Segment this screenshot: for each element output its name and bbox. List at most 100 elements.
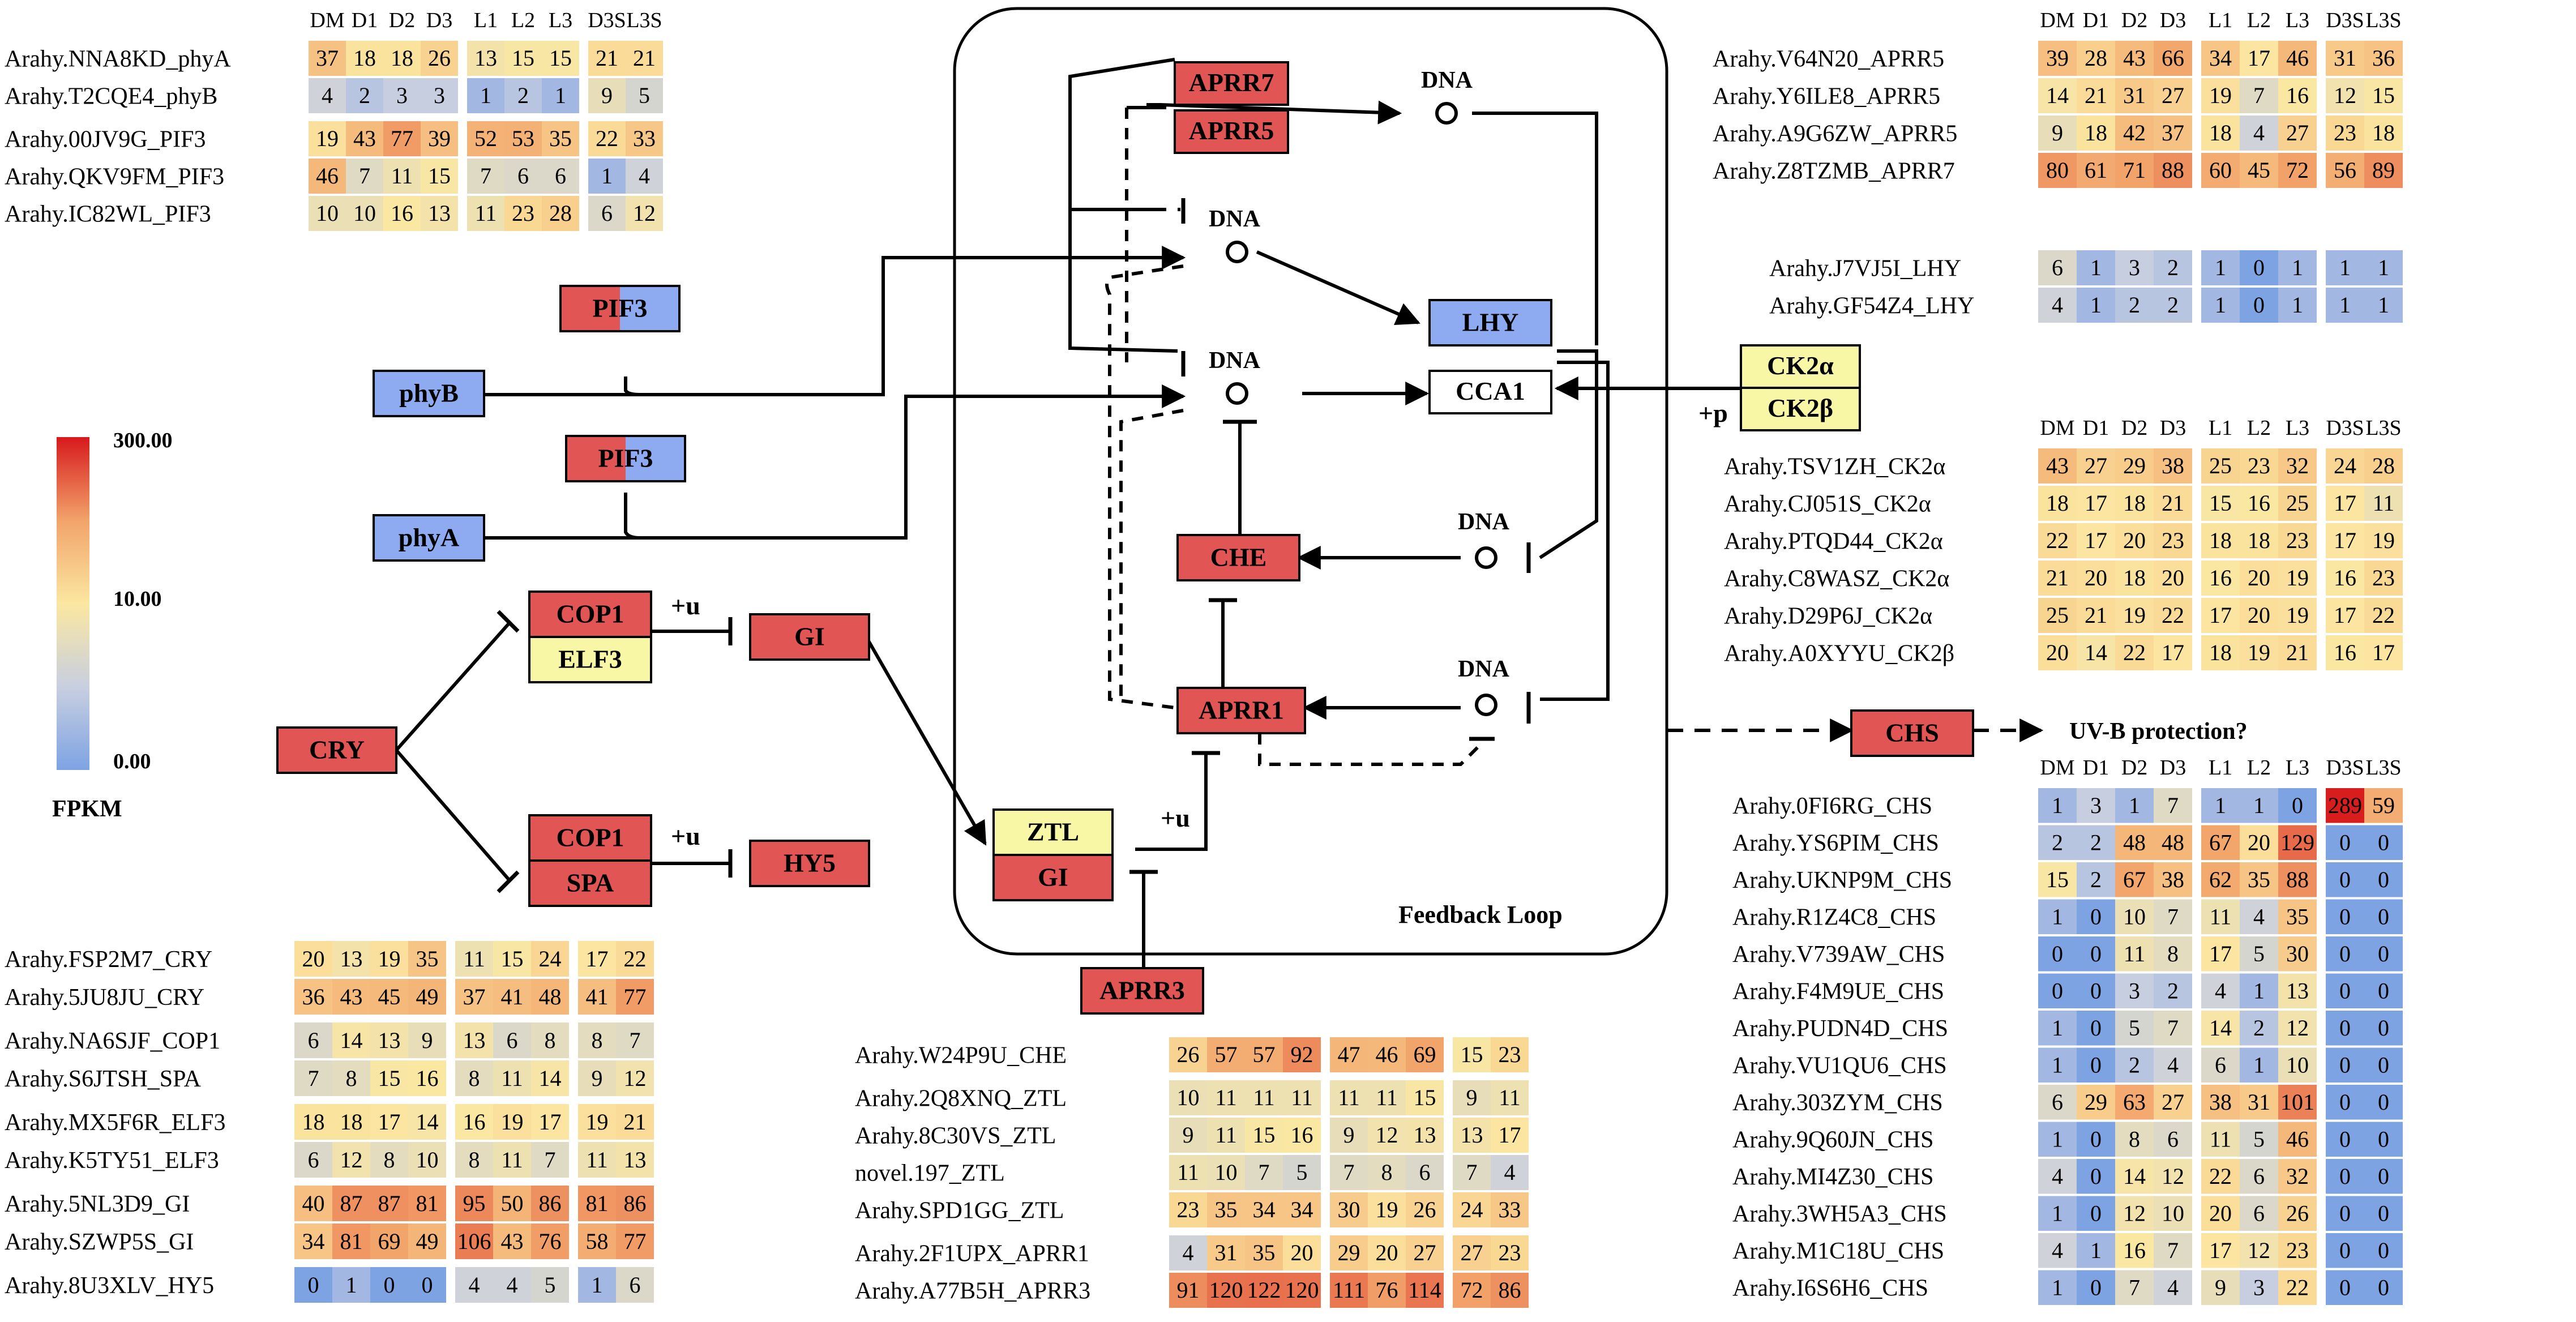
cell-value: 1 — [2052, 1200, 2063, 1226]
heat-cell — [2326, 1159, 2364, 1194]
cell-value: 26 — [428, 45, 451, 71]
cell-value: 16 — [2209, 565, 2232, 591]
cell-value: 5 — [2253, 941, 2265, 966]
heat-cell — [2201, 862, 2240, 897]
cell-value: 11 — [501, 1147, 523, 1173]
cell-value: 38 — [2162, 453, 2184, 478]
heat-cell — [2278, 598, 2317, 633]
cell-value: 27 — [1461, 1240, 1483, 1265]
cell-value: 59 — [2372, 793, 2395, 818]
node-label: CHS — [1885, 718, 1939, 747]
heat-cell — [2326, 41, 2364, 76]
heat-cell — [2364, 788, 2403, 823]
cell-value: 35 — [2286, 904, 2309, 929]
cell-value: 43 — [353, 126, 376, 151]
cell-value: 31 — [2334, 45, 2356, 71]
cell-value: 19 — [2123, 602, 2146, 628]
heat-cell — [2115, 899, 2154, 934]
heat-cell — [2201, 1011, 2240, 1046]
cell-value: 1 — [2378, 255, 2389, 280]
cell-value: 15 — [549, 45, 572, 71]
cell-value: 28 — [2372, 453, 2395, 478]
heat-cell — [2364, 1233, 2403, 1268]
cell-value: 16 — [2334, 565, 2356, 591]
cell-value: 0 — [2378, 1200, 2389, 1226]
cell-value: 13 — [474, 45, 497, 71]
heat-cell — [408, 1060, 446, 1096]
heat-cell — [2364, 78, 2403, 113]
heat-cell — [1207, 1273, 1245, 1308]
cell-value: 19 — [501, 1109, 524, 1135]
cell-value: 15 — [2046, 867, 2069, 892]
heat-cell — [1169, 1273, 1207, 1308]
cell-value: 14 — [539, 1066, 562, 1091]
heat-cell — [2201, 1233, 2240, 1268]
cell-value: 4 — [469, 1272, 480, 1298]
heat-cell — [616, 941, 654, 977]
cell-value: 17 — [2209, 602, 2232, 628]
heat-cell — [2240, 561, 2278, 596]
heat-cell — [332, 1223, 370, 1259]
heat-cell — [455, 1060, 493, 1096]
heat-cell — [2115, 1270, 2154, 1305]
heat-cell — [332, 1022, 370, 1058]
heat-cell — [421, 41, 458, 76]
dna-label-top: DNA — [1421, 67, 1473, 93]
heat-cell — [2364, 862, 2403, 897]
cell-value: 35 — [1253, 1240, 1276, 1265]
heat-cell — [2278, 41, 2317, 76]
cell-value: 120 — [1285, 1277, 1319, 1303]
cell-value: 23 — [2162, 528, 2184, 553]
heat-cell — [2115, 1159, 2154, 1194]
heat-cell — [2201, 561, 2240, 596]
cell-value: 7 — [1466, 1160, 1478, 1185]
cell-value: 0 — [2090, 978, 2102, 1003]
heat-cell — [467, 121, 504, 156]
cell-value: 45 — [2248, 157, 2270, 183]
cell-value: 87 — [378, 1191, 401, 1216]
heat-cell — [1453, 1118, 1491, 1153]
heat-cell — [370, 1267, 408, 1303]
heat-cell — [346, 41, 383, 76]
cell-value: 81 — [586, 1191, 609, 1216]
ubiquitination-mark-spa: +u — [671, 822, 700, 850]
heat-cell — [2240, 1233, 2278, 1268]
gene-label: Arahy.D29P6J_CK2α — [1724, 604, 1932, 630]
heat-cell — [2115, 1011, 2154, 1046]
heat-cell — [578, 1060, 616, 1096]
cell-value: 37 — [316, 45, 339, 71]
cell-value: 17 — [2372, 640, 2395, 665]
cell-value: 48 — [2162, 829, 2184, 855]
cell-value: 2 — [517, 83, 529, 108]
column-header-D1: D1 — [2083, 416, 2109, 440]
cell-value: 1 — [2052, 1015, 2063, 1041]
heat-cell — [588, 159, 626, 194]
heat-cell — [1330, 1235, 1368, 1270]
heat-cell — [2278, 1122, 2317, 1157]
dna-label-4: DNA — [1458, 656, 1510, 682]
column-header-L2: L2 — [2247, 416, 2271, 440]
heat-cell — [2038, 973, 2077, 1008]
heat-cell — [1283, 1080, 1321, 1115]
cell-value: 0 — [2339, 1126, 2351, 1152]
heat-cell — [332, 1267, 370, 1303]
cell-value: 3 — [2253, 1274, 2265, 1300]
cell-value: 13 — [463, 1028, 486, 1053]
dna-label-1: DNA — [1209, 206, 1261, 232]
heat-cell — [2077, 936, 2115, 972]
node-che: CHE — [1176, 534, 1300, 581]
heat-cell — [383, 159, 421, 194]
cell-value: 56 — [2334, 157, 2356, 183]
cell-value: 9 — [2215, 1274, 2226, 1300]
column-header-L1: L1 — [474, 8, 498, 32]
cell-value: 0 — [2052, 978, 2063, 1003]
gene-label: Arahy.A77B5H_APRR3 — [855, 1278, 1090, 1304]
cell-value: 9 — [1466, 1085, 1478, 1110]
cell-value: 7 — [2129, 1274, 2140, 1300]
column-header-L1: L1 — [2209, 8, 2232, 32]
